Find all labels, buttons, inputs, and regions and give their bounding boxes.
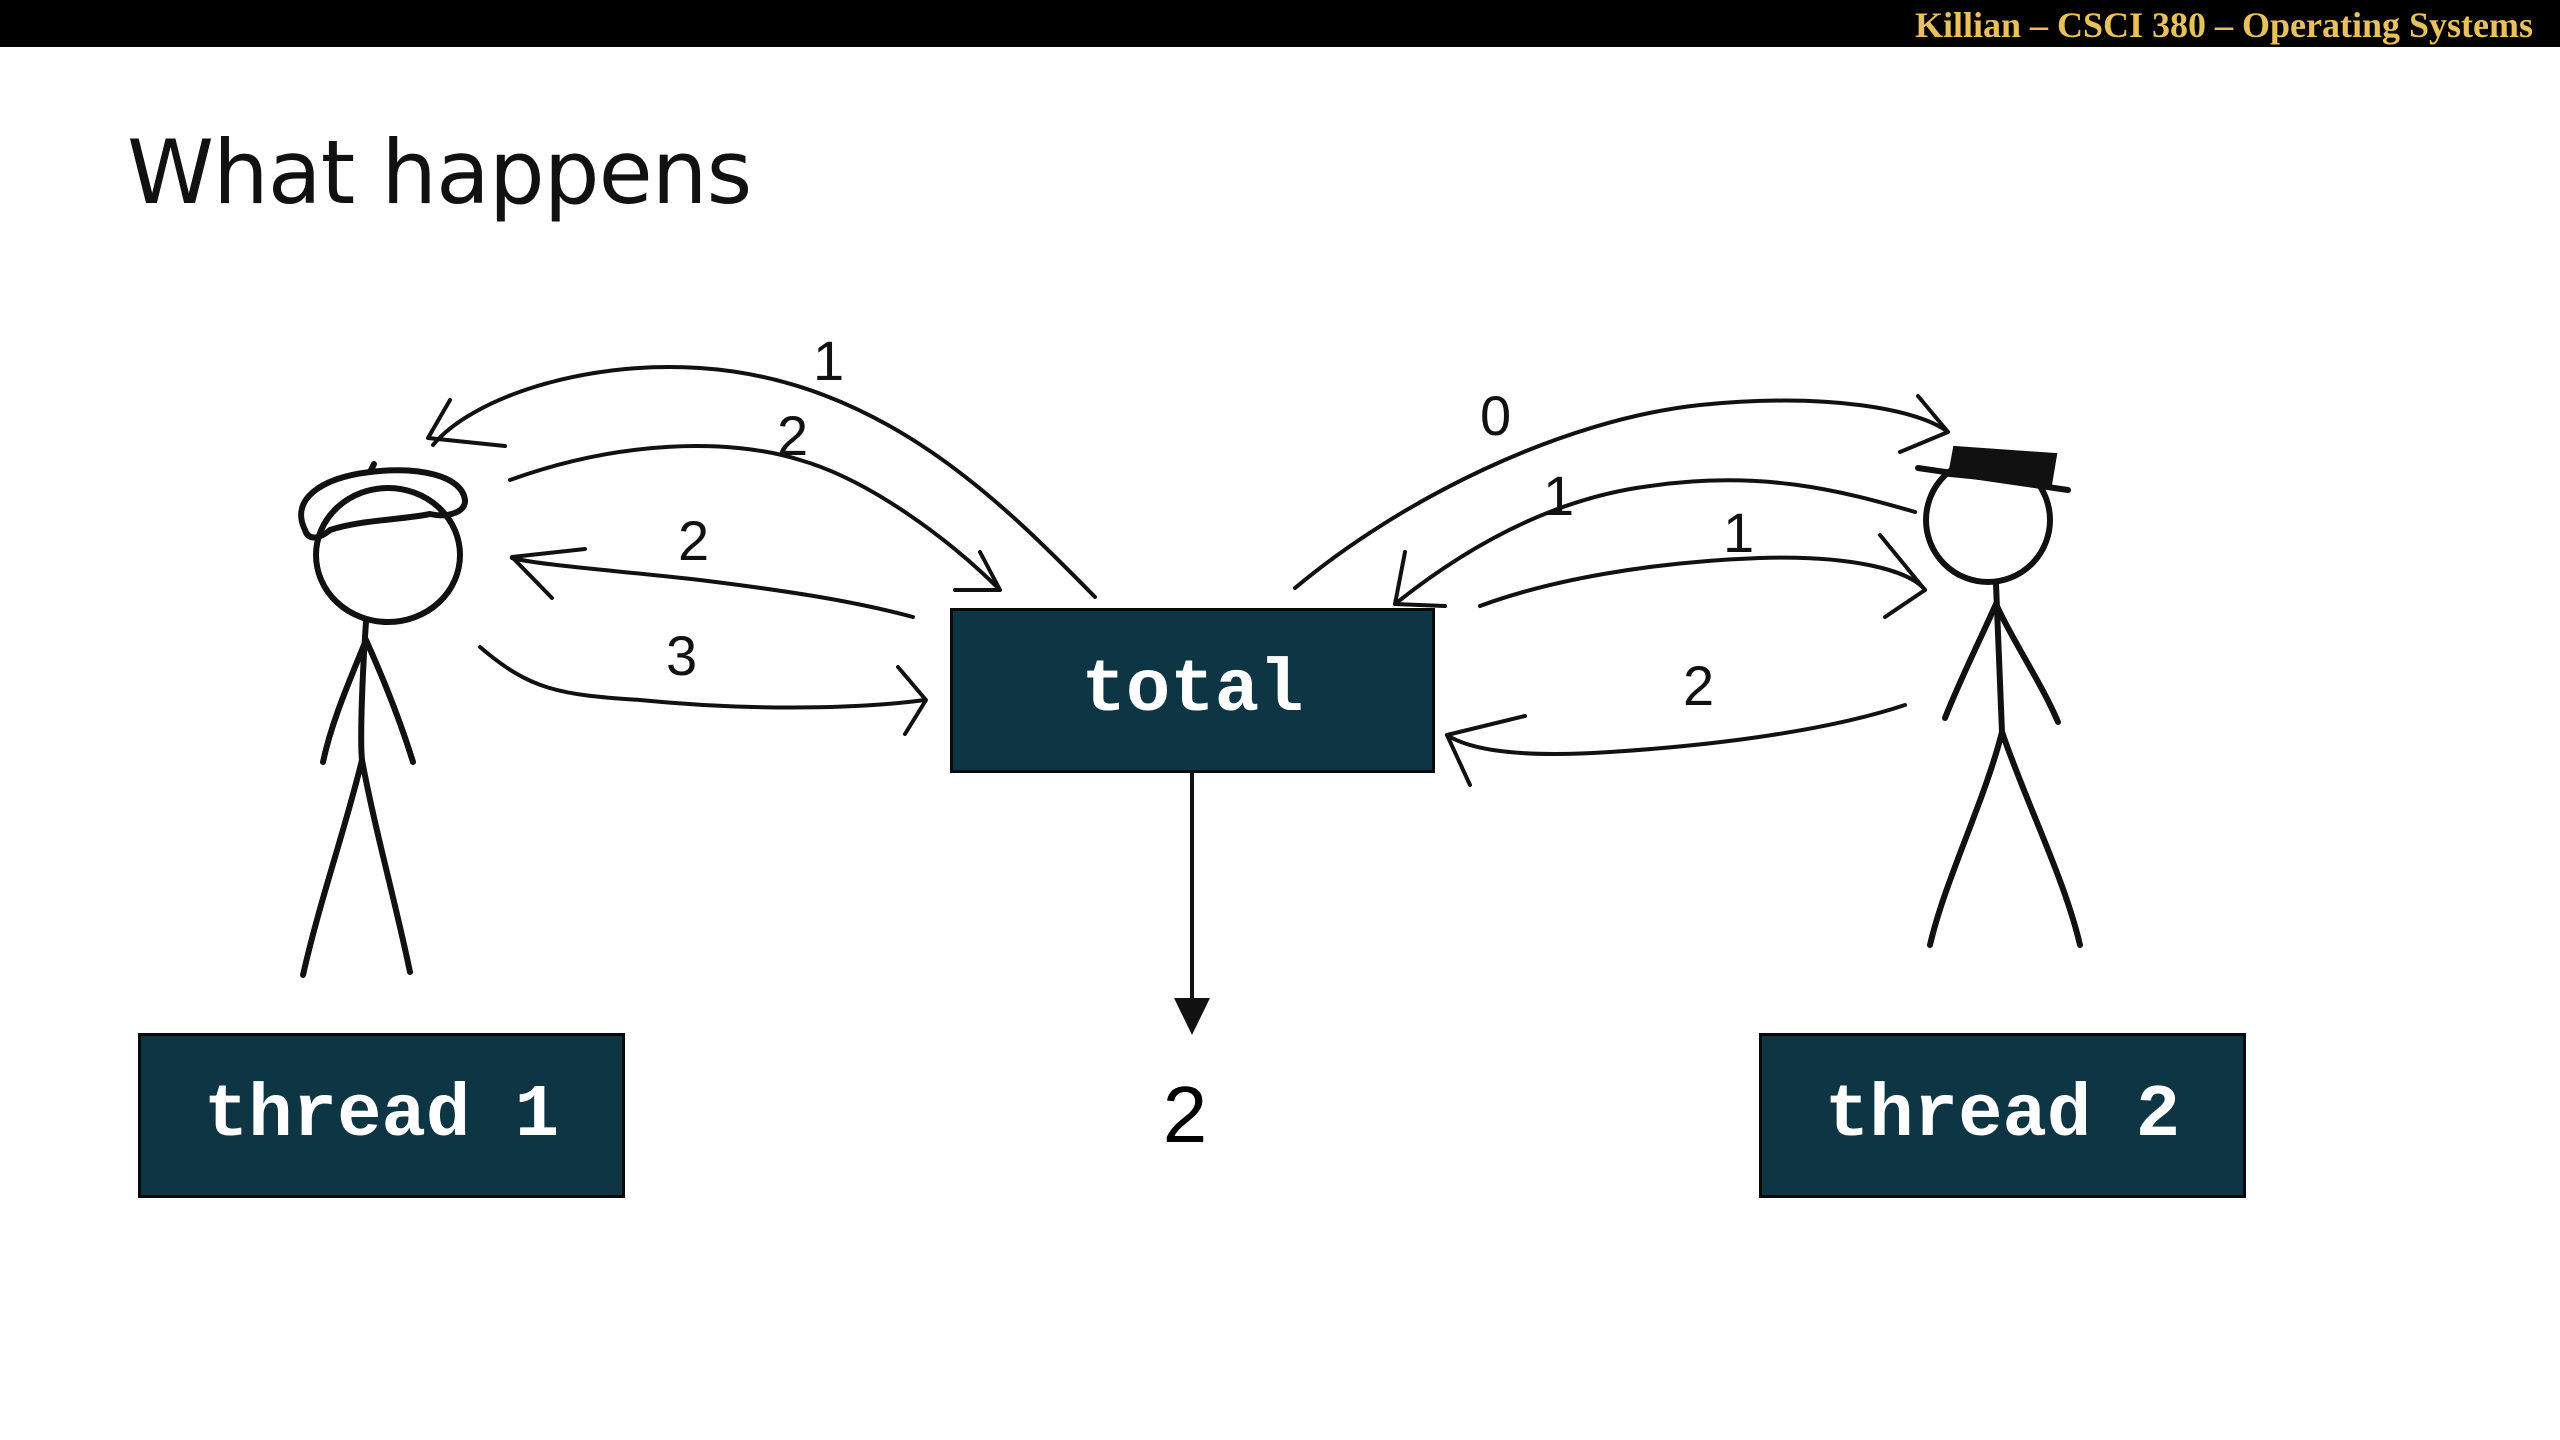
t2-write-second-arrow bbox=[1445, 703, 1907, 757]
result-arrow bbox=[1174, 771, 1210, 1035]
t1-write-first-label: 2 bbox=[777, 404, 808, 467]
thread-1-figure bbox=[298, 461, 468, 978]
thread-2-head bbox=[1923, 455, 2053, 585]
t2-write-second-arrowhead bbox=[1445, 714, 1527, 787]
t1-write-second-arrow bbox=[478, 645, 927, 710]
top-bar: Killian – CSCI 380 – Operating Systems bbox=[0, 0, 2560, 47]
thread-2-right-arm bbox=[1993, 601, 2061, 725]
thread-1-beret-nub bbox=[367, 461, 377, 475]
thread-2-box: thread 2 bbox=[1759, 1033, 2246, 1198]
thread-2-figure bbox=[1915, 445, 2083, 948]
t2-write-first-arrowhead bbox=[1393, 550, 1447, 608]
thread-1-box: thread 1 bbox=[138, 1033, 625, 1198]
slide-title: What happens bbox=[127, 121, 752, 224]
thread-2-hat-crown bbox=[1947, 445, 2058, 488]
t1-read-second-label: 2 bbox=[678, 509, 709, 572]
t2-write-first-label: 1 bbox=[1543, 464, 1574, 527]
total-variable-label: total bbox=[1081, 648, 1304, 733]
t1-write-second-arrowhead bbox=[896, 665, 928, 736]
thread-1-beret bbox=[298, 467, 468, 541]
thread-2-right-leg bbox=[1999, 729, 2083, 948]
t2-read-first-label: 0 bbox=[1480, 384, 1511, 447]
total-variable-box: total bbox=[950, 608, 1435, 773]
t1-read-first-arrow bbox=[431, 365, 1097, 599]
thread-2-left-leg bbox=[1927, 729, 2005, 948]
course-header: Killian – CSCI 380 – Operating Systems bbox=[1914, 5, 2533, 45]
t1-read-first-arrowhead bbox=[426, 398, 507, 448]
t2-read-second-arrowhead bbox=[1878, 533, 1927, 619]
t1-write-first-arrow bbox=[508, 444, 1002, 592]
thread-1-arrows bbox=[426, 365, 1097, 736]
result-value: 2 bbox=[1162, 1070, 1208, 1159]
t2-read-second-arrow bbox=[1478, 555, 1927, 608]
thread-2-arrows bbox=[1293, 394, 1950, 787]
t2-write-second-label: 2 bbox=[1683, 654, 1714, 717]
thread-2-left-arm bbox=[1942, 601, 1999, 721]
result-arrow-head bbox=[1174, 998, 1210, 1035]
t1-read-first-label: 1 bbox=[813, 329, 844, 392]
t1-write-first-arrowhead bbox=[953, 550, 1002, 592]
t2-read-first-arrowhead bbox=[1898, 394, 1950, 454]
thread-1-left-leg bbox=[300, 757, 365, 978]
thread-1-left-arm bbox=[320, 637, 369, 765]
t2-read-second-label: 1 bbox=[1723, 501, 1754, 564]
thread-1-label: thread 1 bbox=[203, 1073, 560, 1158]
t1-read-second-arrow bbox=[510, 556, 915, 619]
thread-1-right-arm bbox=[363, 637, 416, 765]
t1-read-second-arrowhead bbox=[510, 547, 587, 600]
thread-2-label: thread 2 bbox=[1824, 1073, 2181, 1158]
t2-read-first-arrow bbox=[1293, 398, 1950, 590]
thread-1-head bbox=[313, 485, 463, 625]
t2-write-first-arrow bbox=[1393, 478, 1917, 606]
thread-1-right-leg bbox=[359, 757, 413, 975]
t1-write-second-label: 3 bbox=[666, 624, 697, 687]
